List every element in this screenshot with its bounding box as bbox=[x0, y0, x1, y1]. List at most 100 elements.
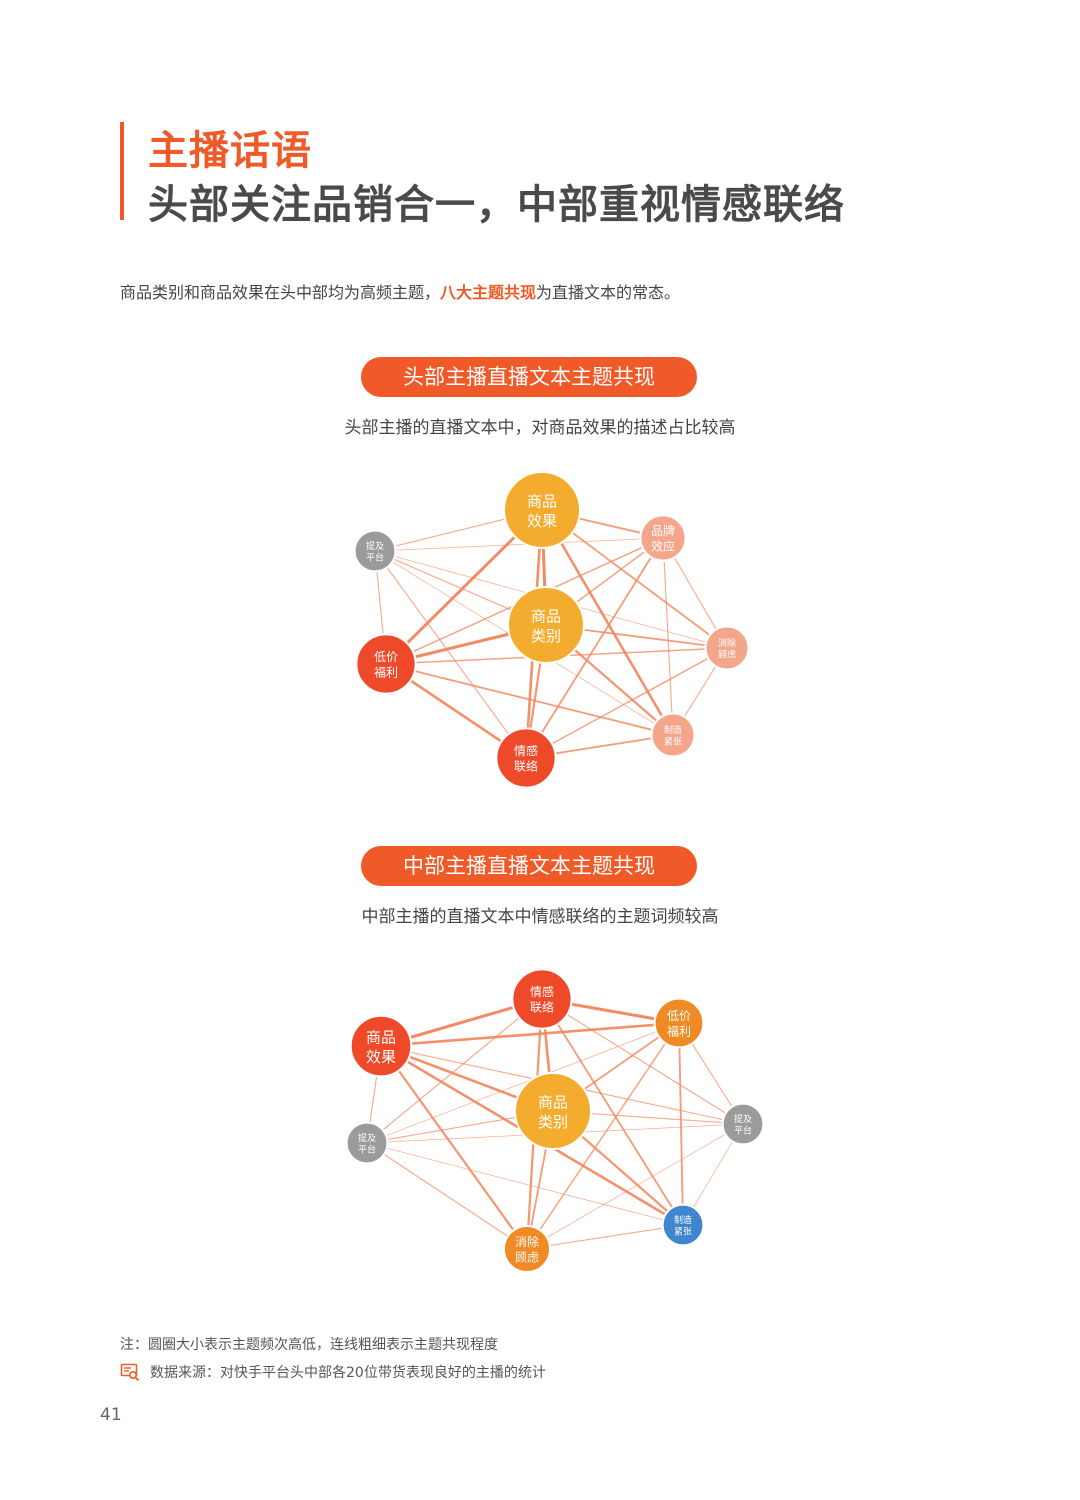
node-label: 消除 bbox=[718, 637, 736, 649]
node-label: 顾虑 bbox=[718, 648, 736, 660]
edge-effect-worry bbox=[379, 1044, 529, 1251]
node-label: 商品 bbox=[366, 1028, 396, 1046]
node-circle bbox=[514, 1072, 592, 1150]
node-label: 效果 bbox=[366, 1048, 396, 1066]
edge-platform_l-worry bbox=[366, 1142, 528, 1250]
edge-effect-urgency bbox=[540, 508, 675, 737]
intro-after: 为直播文本的常态。 bbox=[536, 283, 681, 302]
top-diagram-caption: 头部主播的直播文本中，对商品效果的描述占比较高 bbox=[344, 418, 736, 438]
node-label: 联络 bbox=[514, 759, 538, 774]
edge-emotion-worry bbox=[525, 647, 728, 759]
node-label: 顾虑 bbox=[515, 1251, 539, 1265]
edge-emotion-urgency bbox=[541, 998, 684, 1226]
title-accent-bar bbox=[120, 122, 124, 220]
node-label: 制造 bbox=[664, 724, 682, 736]
node-circle bbox=[511, 968, 573, 1030]
node-label: 情感 bbox=[530, 984, 554, 999]
node-label: 商品 bbox=[538, 1093, 568, 1111]
node-label: 效果 bbox=[527, 512, 557, 530]
page-subtitle: 头部关注品销合一，中部重视情感联络 bbox=[148, 182, 845, 228]
edge-effect-price bbox=[379, 1021, 681, 1048]
node-label: 制造 bbox=[674, 1214, 692, 1226]
node-circle bbox=[639, 514, 687, 562]
node-category: 商品类别 bbox=[514, 1072, 592, 1150]
node-label: 情感 bbox=[514, 743, 538, 758]
node-category: 商品类别 bbox=[507, 586, 585, 664]
node-label: 提及 bbox=[734, 1114, 752, 1125]
edge-emotion-brand bbox=[525, 537, 664, 759]
edge-brand-urgency bbox=[662, 537, 674, 736]
page-number: 41 bbox=[100, 1405, 122, 1425]
node-label: 低价 bbox=[374, 650, 398, 664]
node-circle bbox=[721, 1102, 765, 1146]
edge-urgency-worry bbox=[526, 1224, 684, 1250]
intro-before: 商品类别和商品效果在头中部均为高频主题， bbox=[120, 283, 441, 302]
node-label: 消除 bbox=[515, 1234, 539, 1249]
top-diagram-heading: 头部主播直播文本主题共现 bbox=[361, 357, 697, 397]
node-label: 类别 bbox=[531, 627, 561, 645]
node-label: 福利 bbox=[374, 665, 398, 680]
node-circle bbox=[507, 586, 585, 664]
intro-highlight: 八大主题共现 bbox=[440, 283, 537, 302]
edge-price-worry bbox=[526, 1022, 680, 1250]
node-circle bbox=[704, 625, 750, 671]
node-circle bbox=[661, 1203, 705, 1247]
data-source: 数据来源：对快手平台头中部各20位带货表现良好的主播的统计 bbox=[120, 1362, 546, 1384]
mid-diagram-caption: 中部主播的直播文本中情感联络的主题词频较高 bbox=[361, 907, 719, 927]
page-title: 主播话语 bbox=[148, 128, 312, 174]
edge-price-urgency bbox=[678, 1022, 684, 1226]
data-source-icon bbox=[120, 1363, 140, 1382]
node-circle bbox=[355, 633, 417, 695]
node-emotion: 情感联络 bbox=[511, 968, 573, 1030]
edge-brand-platform bbox=[374, 537, 664, 552]
edge-platform_r-worry bbox=[526, 1123, 744, 1250]
node-label: 紧张 bbox=[664, 736, 682, 747]
node-circle bbox=[502, 1224, 552, 1274]
edge-platform_l-urgency bbox=[366, 1142, 684, 1226]
edge-emotion-platform_r bbox=[541, 998, 744, 1125]
edge-price-platform_l bbox=[366, 1022, 680, 1144]
node-label: 提及 bbox=[358, 1133, 376, 1144]
node-label: 提及 bbox=[366, 541, 384, 552]
node-circle bbox=[349, 1014, 413, 1078]
edge-emotion-platform_l bbox=[366, 998, 543, 1144]
node-label: 商品 bbox=[527, 492, 557, 510]
node-circle bbox=[345, 1121, 389, 1165]
edge-emotion-platform bbox=[374, 550, 527, 759]
footnote: 注：圆圈大小表示主题频次高低，连线粗细表示主题共现程度 bbox=[120, 1337, 498, 1353]
node-circle bbox=[653, 997, 705, 1049]
node-label: 平台 bbox=[734, 1124, 752, 1136]
node-effect: 商品效果 bbox=[349, 1014, 413, 1078]
node-label: 联络 bbox=[530, 1000, 554, 1015]
node-circle bbox=[495, 727, 557, 789]
node-label: 品牌 bbox=[651, 524, 675, 538]
node-circle bbox=[503, 471, 581, 549]
data-source-text: 数据来源：对快手平台头中部各20位带货表现良好的主播的统计 bbox=[150, 1365, 546, 1381]
node-circle bbox=[353, 529, 397, 573]
node-effect: 商品效果 bbox=[503, 471, 581, 549]
node-label: 福利 bbox=[667, 1024, 691, 1039]
node-label: 效应 bbox=[651, 539, 675, 554]
edge-price-urgency bbox=[385, 663, 674, 736]
node-label: 平台 bbox=[358, 1143, 376, 1155]
node-label: 商品 bbox=[531, 607, 561, 625]
node-label: 低价 bbox=[667, 1009, 691, 1023]
node-label: 紧张 bbox=[674, 1226, 692, 1237]
mid-diagram-heading: 中部主播直播文本主题共现 bbox=[361, 846, 697, 886]
node-emotion: 情感联络 bbox=[495, 727, 557, 789]
node-circle bbox=[650, 712, 696, 758]
node-label: 类别 bbox=[538, 1113, 568, 1131]
node-label: 平台 bbox=[366, 551, 384, 563]
